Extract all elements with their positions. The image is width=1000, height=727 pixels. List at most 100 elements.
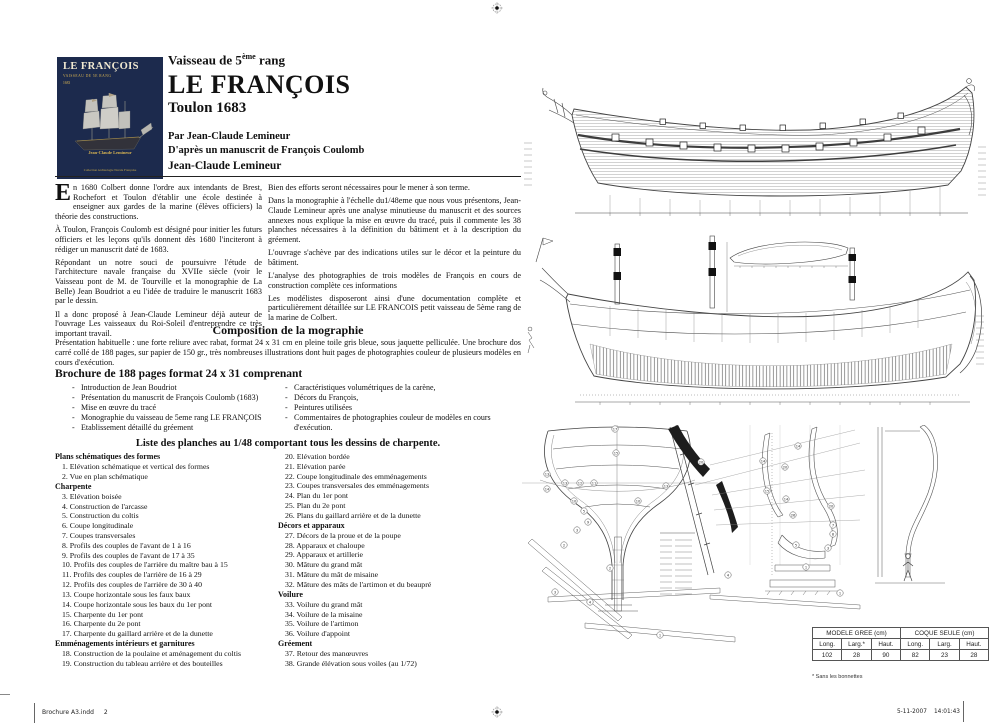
svg-text:3: 3 bbox=[827, 546, 829, 550]
svg-text:20: 20 bbox=[829, 504, 834, 508]
svg-text:5: 5 bbox=[795, 543, 797, 547]
list-item: Introduction de Jean Boudriot bbox=[70, 383, 270, 393]
model-dimensions-table: MODELE GREE (cm) COQUE SEULE (cm) Long.L… bbox=[811, 627, 990, 661]
list-item: 30. Mâture du grand mât bbox=[285, 560, 363, 570]
list-item: 28. Apparaux et chaloupe bbox=[285, 540, 365, 550]
list-item: Mise en œuvre du tracé bbox=[70, 403, 270, 413]
list-item: 10. Profils des couples de l'arrière du … bbox=[62, 560, 228, 570]
list-item: 31. Mâture du mât de misaine bbox=[285, 570, 379, 580]
list-item: 26. Plans du gaillard arrière et de la d… bbox=[285, 510, 421, 520]
intro-column-right: Bien des efforts seront nécessaires pour… bbox=[268, 183, 521, 326]
svg-text:1: 1 bbox=[839, 591, 841, 595]
longitudinal-section-drawing bbox=[527, 235, 984, 405]
registration-mark-bottom bbox=[491, 706, 503, 718]
title-block: Vaisseau de 5ème rang LE FRANÇOIS Toulon… bbox=[168, 52, 528, 158]
planches-heading: Liste des planches au 1/48 comportant to… bbox=[135, 438, 441, 449]
svg-text:7: 7 bbox=[832, 523, 834, 527]
paragraph: Dans la monographie à l'échelle du1/48em… bbox=[268, 196, 521, 244]
list-item: Etablissement détaillé du gréement bbox=[70, 423, 270, 433]
print-date: 5-11-2007 bbox=[896, 709, 927, 715]
paragraph: Répondant un notre souci de poursuivre l… bbox=[55, 257, 262, 306]
hull-elevation-drawing bbox=[524, 78, 986, 216]
svg-text:1: 1 bbox=[805, 565, 807, 569]
svg-text:26: 26 bbox=[791, 513, 796, 517]
svg-text:13: 13 bbox=[664, 484, 669, 488]
crop-mark bbox=[963, 701, 964, 722]
svg-text:15: 15 bbox=[614, 451, 619, 455]
list-item: 6. Coupe longitudinale bbox=[62, 521, 134, 531]
paragraph: Il a donc proposé à Jean-Claude Lemineur… bbox=[55, 309, 262, 338]
table-cell: 28 bbox=[958, 649, 990, 661]
svg-text:1: 1 bbox=[659, 633, 661, 637]
table-column-header: Haut. bbox=[958, 638, 990, 650]
list-item: Plans schématiques des formes bbox=[55, 452, 161, 461]
composition-heading: Composition de la mographie bbox=[212, 323, 364, 337]
list-item: 20. Elévation bordée bbox=[285, 452, 350, 461]
list-item: 5. Construction du coltis bbox=[62, 511, 139, 521]
svg-text:20: 20 bbox=[783, 465, 788, 469]
table-column-header: Haut. bbox=[870, 638, 902, 650]
crop-mark bbox=[34, 703, 35, 723]
list-item: 27. Décors de la proue et de la poupe bbox=[285, 530, 401, 540]
list-item: 21. Elévation parée bbox=[285, 461, 346, 471]
brochure-items-left: Introduction de Jean BoudriotPrésentatio… bbox=[70, 383, 270, 433]
svg-text:5: 5 bbox=[583, 509, 585, 513]
list-item: 1. Elévation schématique et vertical des… bbox=[62, 462, 210, 472]
paragraph: L'analyse des photographies de trois mod… bbox=[268, 270, 521, 290]
byline-author: Par Jean-Claude Lemineur bbox=[168, 130, 291, 142]
print-time: 14:01:43 bbox=[933, 709, 960, 715]
table-column-header: Long. bbox=[811, 638, 843, 650]
print-timestamp: 5-11-2007 14:01:43 bbox=[860, 709, 960, 715]
svg-text:2: 2 bbox=[609, 566, 611, 570]
svg-text:8: 8 bbox=[832, 532, 835, 536]
list-item: Décors du François, bbox=[283, 393, 521, 403]
composition-paragraph: Présentation habituelle : une forte reli… bbox=[55, 338, 521, 367]
table-footnote: * Sans les bonnettes bbox=[812, 674, 863, 680]
list-item: 4. Construction de l'arcasse bbox=[62, 501, 148, 511]
table-group-header: COQUE SEULE (cm) bbox=[900, 627, 989, 639]
list-item: 38. Grande élévation sous voiles (au 1/7… bbox=[285, 658, 417, 668]
cover-title: LE FRANÇOIS bbox=[63, 61, 139, 72]
book-cover: LE FRANÇOIS VAISSEAU DE 5E RANG 1683 Jea… bbox=[57, 57, 163, 179]
svg-text:3: 3 bbox=[554, 590, 556, 594]
rank-line: Vaisseau de 5ème rang bbox=[168, 52, 285, 68]
svg-text:15: 15 bbox=[765, 489, 770, 493]
svg-text:2: 2 bbox=[563, 543, 565, 547]
bylines: Par Jean-Claude Lemineur D'après un manu… bbox=[168, 130, 528, 158]
list-item: Présentation du manuscrit de François Co… bbox=[70, 393, 270, 403]
paragraph: En 1680 Colbert donne l'ordre aux intend… bbox=[55, 180, 262, 222]
page-title: LE FRANÇOIS bbox=[168, 70, 351, 100]
table-cell: 102 bbox=[811, 649, 843, 661]
crop-mark bbox=[0, 694, 10, 695]
list-item: Décors et apparaux bbox=[278, 520, 345, 530]
svg-text:4: 4 bbox=[727, 573, 730, 577]
svg-text:14: 14 bbox=[796, 444, 801, 448]
list-item: 16. Charpente du 2e pont bbox=[62, 619, 141, 629]
list-item: 29. Apparaux et artillerie bbox=[285, 550, 363, 560]
list-item: 37. Retour des manœuvres bbox=[285, 649, 369, 659]
svg-text:3: 3 bbox=[576, 528, 578, 532]
list-item: 22. Coupe longitudinale des emménagement… bbox=[285, 471, 427, 481]
brochure-items-right: Caractéristiques volumétriques de la car… bbox=[283, 383, 521, 433]
list-item: 11. Profils des couples de l'arrière de … bbox=[62, 570, 202, 580]
list-item: Voilure bbox=[278, 589, 303, 599]
svg-text:11: 11 bbox=[592, 481, 597, 485]
table-cell: 28 bbox=[841, 649, 872, 661]
intro-column-left: En 1680 Colbert donne l'ordre aux intend… bbox=[55, 180, 262, 342]
table-column-header: Long. bbox=[900, 638, 931, 650]
svg-text:20: 20 bbox=[699, 460, 704, 464]
cover-author: Jean-Claude Lemineur bbox=[88, 150, 132, 155]
svg-text:10: 10 bbox=[572, 499, 577, 503]
paragraph: L'ouvrage s'achève par des indications u… bbox=[268, 248, 521, 267]
slug-filename: Brochure A3.indd bbox=[42, 709, 94, 716]
list-item: Gréement bbox=[278, 638, 313, 648]
svg-text:13: 13 bbox=[545, 472, 550, 476]
list-item: 15. Charpente du 1er pont bbox=[62, 609, 144, 619]
svg-text:4: 4 bbox=[589, 600, 592, 604]
paragraph: Les modélistes disposeront ainsi d'une d… bbox=[268, 293, 521, 323]
list-item: 12. Profils des couples de l'arrière de … bbox=[62, 580, 202, 590]
paragraph: Bien des efforts seront nécessaires pour… bbox=[268, 183, 470, 192]
